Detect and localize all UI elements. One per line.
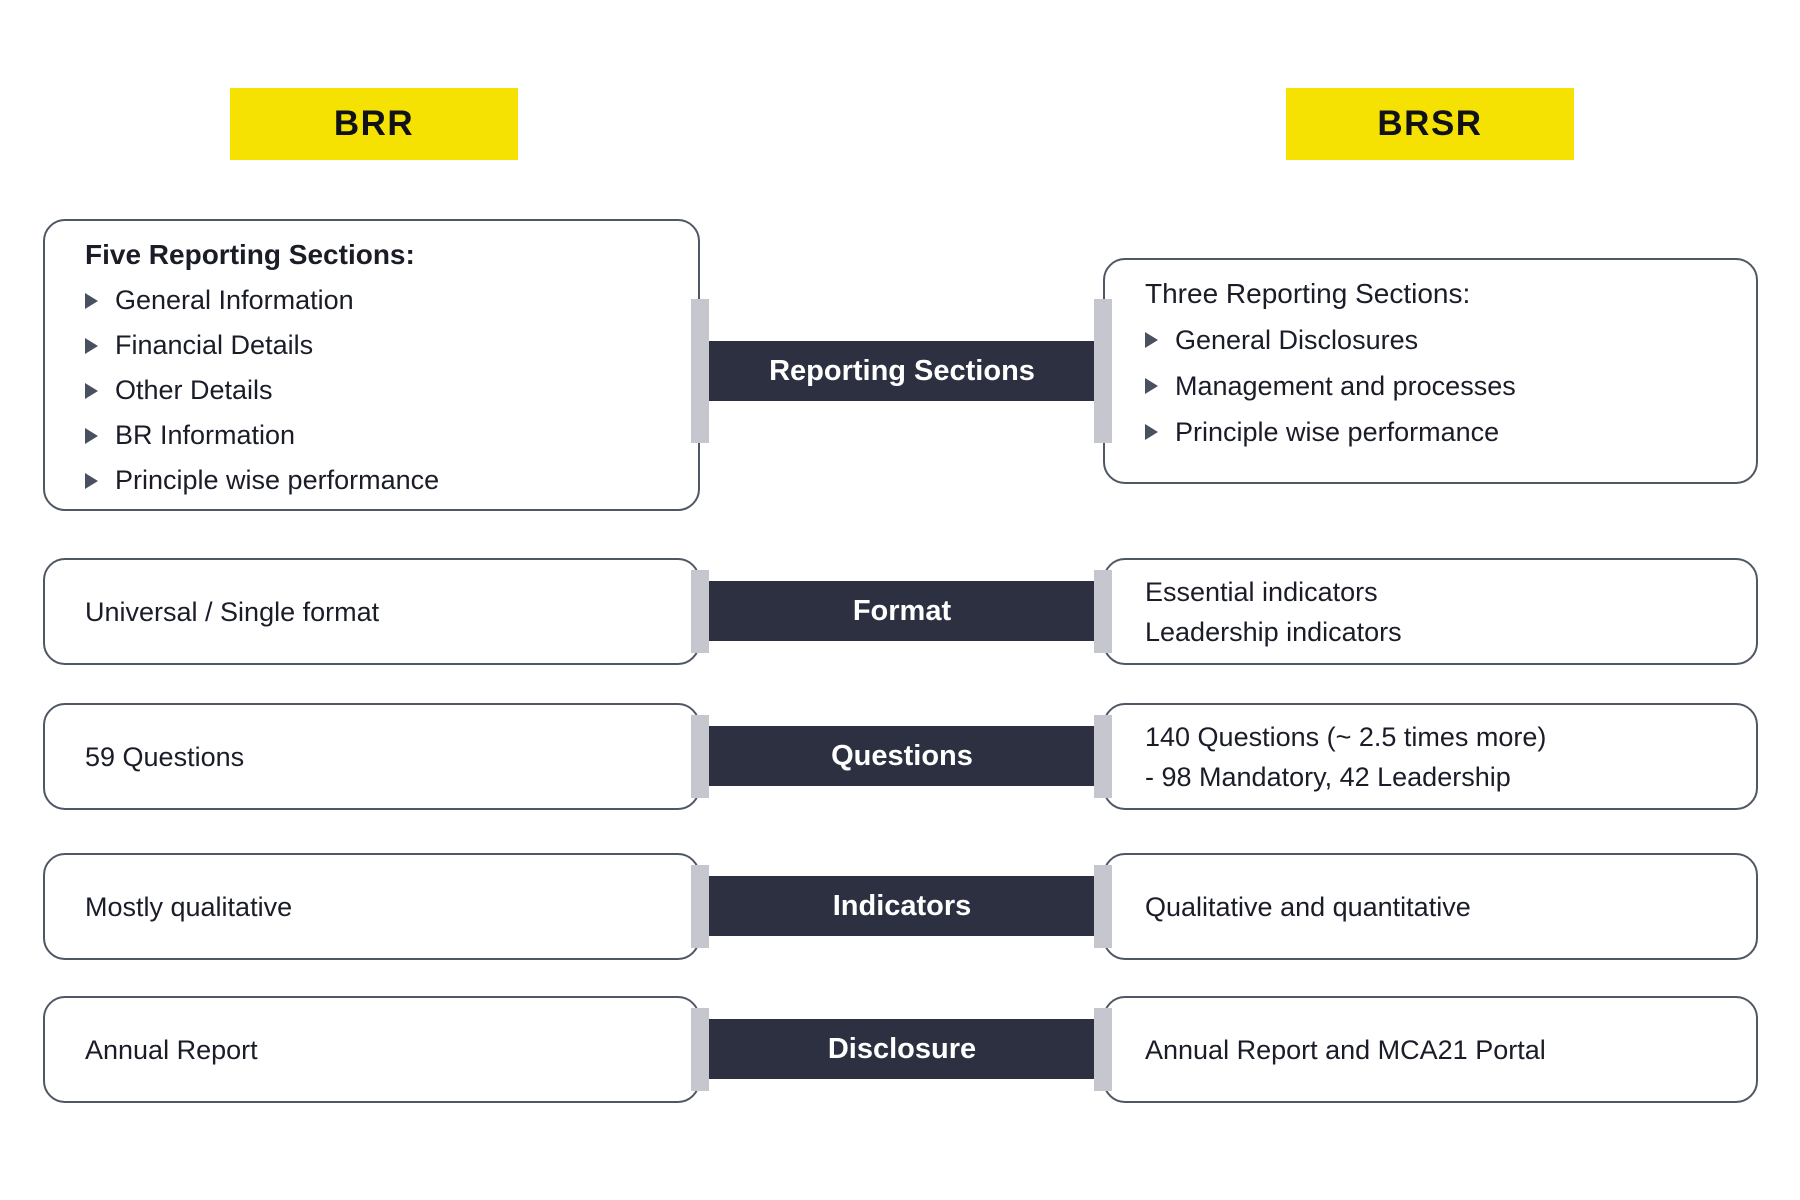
brsr-disclosure-box: Annual Report and MCA21 Portal [1103, 996, 1758, 1103]
brr-reporting-sections-box: Five Reporting Sections: General Informa… [43, 219, 700, 511]
connector-post-left [691, 715, 709, 798]
connector-post-right [1094, 865, 1112, 948]
connector-post-right [1094, 570, 1112, 653]
row-label: Indicators [832, 889, 972, 922]
box-line: Annual Report and MCA21 Portal [1145, 1034, 1546, 1065]
list-item: Other Details [85, 368, 678, 413]
list-item-label: BR Information [115, 420, 296, 450]
connector-post-right [1094, 299, 1112, 443]
brsr-header-label: BRSR [1377, 104, 1483, 143]
row-label-bar-questions: Questions [709, 726, 1095, 786]
list-item-label: Financial Details [115, 330, 314, 360]
row-label: Questions [831, 739, 973, 772]
box-line: - 98 Mandatory, 42 Leadership [1145, 761, 1511, 792]
bullet-triangle-icon [85, 382, 98, 399]
brsr-format-box: Essential indicators Leadership indicato… [1103, 558, 1758, 665]
box-line: Leadership indicators [1145, 616, 1402, 647]
connector-post-right [1094, 1008, 1112, 1091]
row-label-bar-indicators: Indicators [709, 876, 1095, 936]
brr-reporting-sections-heading: Five Reporting Sections: [85, 239, 415, 270]
box-line: Annual Report [85, 1034, 258, 1065]
row-label: Disclosure [827, 1032, 977, 1065]
box-line: Mostly qualitative [85, 891, 293, 922]
brsr-indicators-box: Qualitative and quantitative [1103, 853, 1758, 960]
brsr-header-tag: BRSR [1286, 88, 1574, 160]
list-item-label: General Disclosures [1175, 324, 1419, 355]
connector-post-left [691, 865, 709, 948]
box-line: 140 Questions (~ 2.5 times more) [1145, 721, 1547, 752]
list-item-label: Management and processes [1175, 370, 1516, 401]
list-item: General Disclosures [1145, 317, 1736, 363]
list-item-label: Other Details [115, 375, 273, 405]
brr-disclosure-box: Annual Report [43, 996, 700, 1103]
box-line: Qualitative and quantitative [1145, 891, 1471, 922]
brr-header-tag: BRR [230, 88, 518, 160]
row-label: Format [852, 594, 952, 627]
bullet-triangle-icon [85, 337, 98, 354]
bullet-triangle-icon [85, 472, 98, 489]
bullet-triangle-icon [85, 292, 98, 309]
list-item: General Information [85, 278, 678, 323]
list-item: Principle wise performance [1145, 409, 1736, 455]
box-line: Universal / Single format [85, 596, 380, 627]
brr-questions-box: 59 Questions [43, 703, 700, 810]
connector-post-left [691, 299, 709, 443]
row-label: Reporting Sections [769, 354, 1035, 387]
brsr-reporting-sections-heading: Three Reporting Sections: [1145, 278, 1471, 309]
brr-format-box: Universal / Single format [43, 558, 700, 665]
row-label-bar-format: Format [709, 581, 1095, 641]
list-item: BR Information [85, 413, 678, 458]
list-item-label: Principle wise performance [1175, 416, 1500, 447]
bullet-triangle-icon [1145, 378, 1158, 394]
box-line: Essential indicators [1145, 576, 1378, 607]
row-label-bar-reporting-sections: Reporting Sections [709, 341, 1095, 401]
brr-indicators-box: Mostly qualitative [43, 853, 700, 960]
row-label-bar-disclosure: Disclosure [709, 1019, 1095, 1079]
brr-header-label: BRR [333, 104, 415, 143]
connector-post-right [1094, 715, 1112, 798]
brsr-reporting-sections-box: Three Reporting Sections: General Disclo… [1103, 258, 1758, 484]
list-item: Principle wise performance [85, 458, 678, 503]
box-line: 59 Questions [85, 741, 245, 772]
brsr-questions-box: 140 Questions (~ 2.5 times more) - 98 Ma… [1103, 703, 1758, 810]
list-item-label: General Information [115, 285, 354, 315]
connector-post-left [691, 570, 709, 653]
bullet-triangle-icon [85, 427, 98, 444]
list-item: Management and processes [1145, 363, 1736, 409]
list-item: Financial Details [85, 323, 678, 368]
list-item-label: Principle wise performance [115, 465, 440, 495]
bullet-triangle-icon [1145, 424, 1158, 440]
bullet-triangle-icon [1145, 332, 1158, 348]
connector-post-left [691, 1008, 709, 1091]
